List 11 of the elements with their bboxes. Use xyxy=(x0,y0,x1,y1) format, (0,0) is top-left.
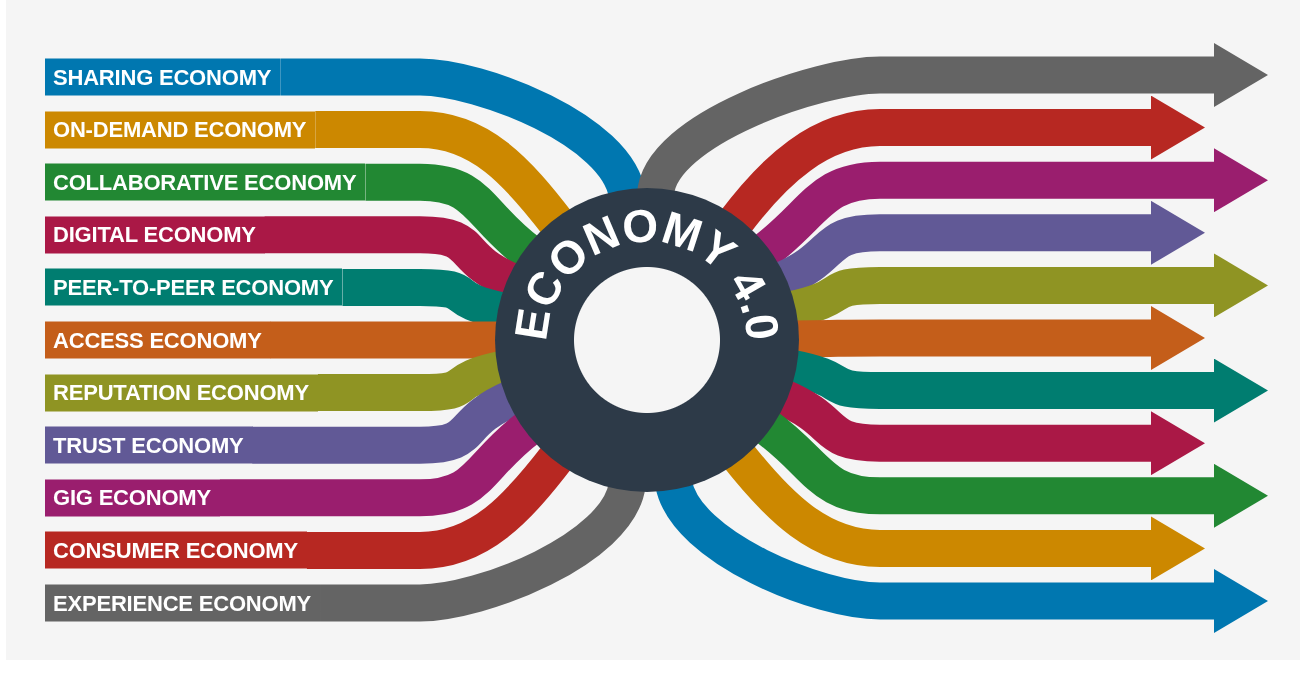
economy-label: ON-DEMAND ECONOMY xyxy=(45,111,316,149)
economy-label: ACCESS ECONOMY xyxy=(45,321,271,359)
economy-label: CONSUMER ECONOMY xyxy=(45,531,307,569)
economy-label: GIG ECONOMY xyxy=(45,479,220,517)
economy-label: DIGITAL ECONOMY xyxy=(45,216,265,254)
economy-label: PEER-TO-PEER ECONOMY xyxy=(45,268,343,306)
economy-label: EXPERIENCE ECONOMY xyxy=(45,584,320,622)
economy-label: COLLABORATIVE ECONOMY xyxy=(45,163,366,201)
economy-label: TRUST ECONOMY xyxy=(45,426,253,464)
economy-label: SHARING ECONOMY xyxy=(45,58,281,96)
economy-label: REPUTATION ECONOMY xyxy=(45,374,318,412)
